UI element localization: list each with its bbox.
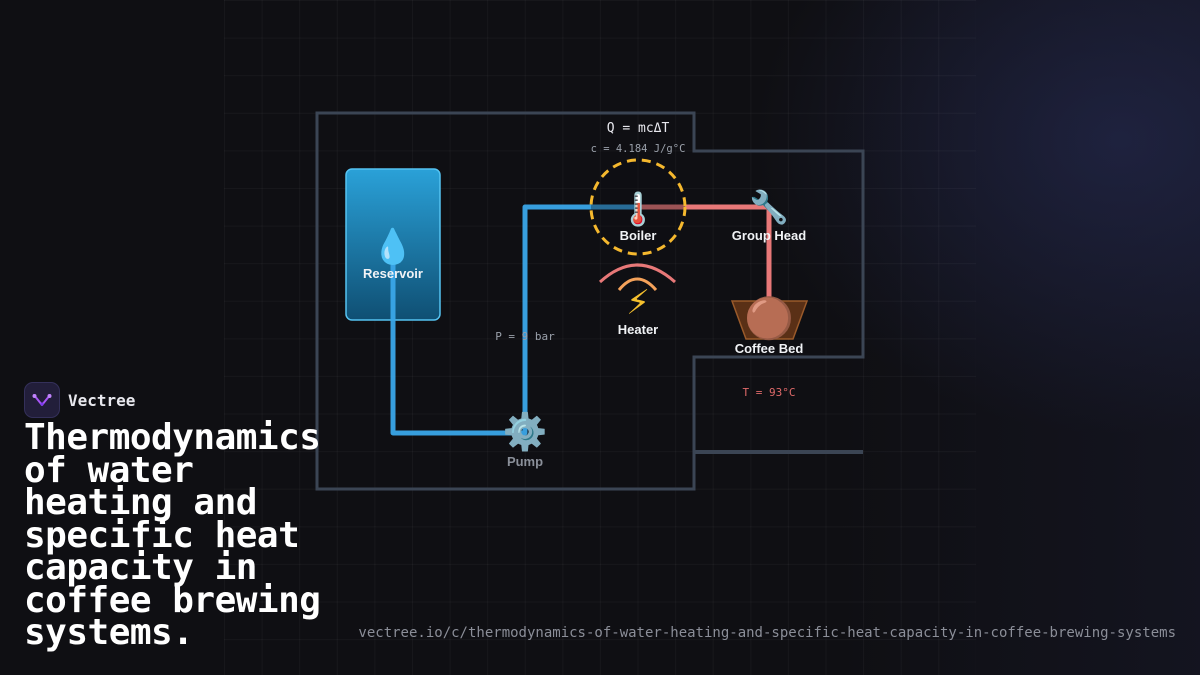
lightning-icon: ⚡ — [626, 283, 650, 323]
coffee-bean-icon: 🟤 — [744, 295, 794, 342]
page-url[interactable]: vectree.io/c/thermodynamics-of-water-hea… — [358, 625, 1176, 641]
heater-wave-inner — [617, 277, 658, 292]
cold-water-pipe — [390, 204, 637, 436]
coffee-bed-basket — [730, 300, 809, 340]
pressure-value: P = 9 bar — [495, 330, 555, 343]
thermometer-icon: 🌡️ — [618, 190, 658, 228]
reservoir-label: Reservoir — [363, 266, 423, 281]
wrench-icon: 🔧 — [749, 188, 789, 226]
machine-frame — [315, 111, 865, 491]
boiler-label: Boiler — [620, 228, 657, 243]
gear-icon: ⚙️ — [503, 411, 548, 453]
pump-label: Pump — [507, 454, 543, 469]
hot-water-pipe — [637, 204, 772, 310]
specific-heat-value: c = 4.184 J/g°C — [591, 143, 686, 155]
boiler-ring — [589, 158, 687, 256]
heater-label: Heater — [618, 322, 658, 337]
water-drop-icon: 💧 — [372, 227, 414, 267]
coffee-bed-label: Coffee Bed — [735, 341, 804, 356]
page-title: Thermodynamics of water heating and spec… — [24, 417, 321, 653]
heater-wave-outer — [598, 263, 676, 284]
heat-formula: Q = mcΔT — [607, 121, 670, 136]
brand[interactable]: Vectree — [24, 382, 135, 418]
temperature-value: T = 93°C — [743, 386, 796, 399]
vectree-logo-icon — [24, 382, 60, 418]
group-head-label: Group Head — [732, 228, 806, 243]
brand-name: Vectree — [68, 390, 136, 410]
